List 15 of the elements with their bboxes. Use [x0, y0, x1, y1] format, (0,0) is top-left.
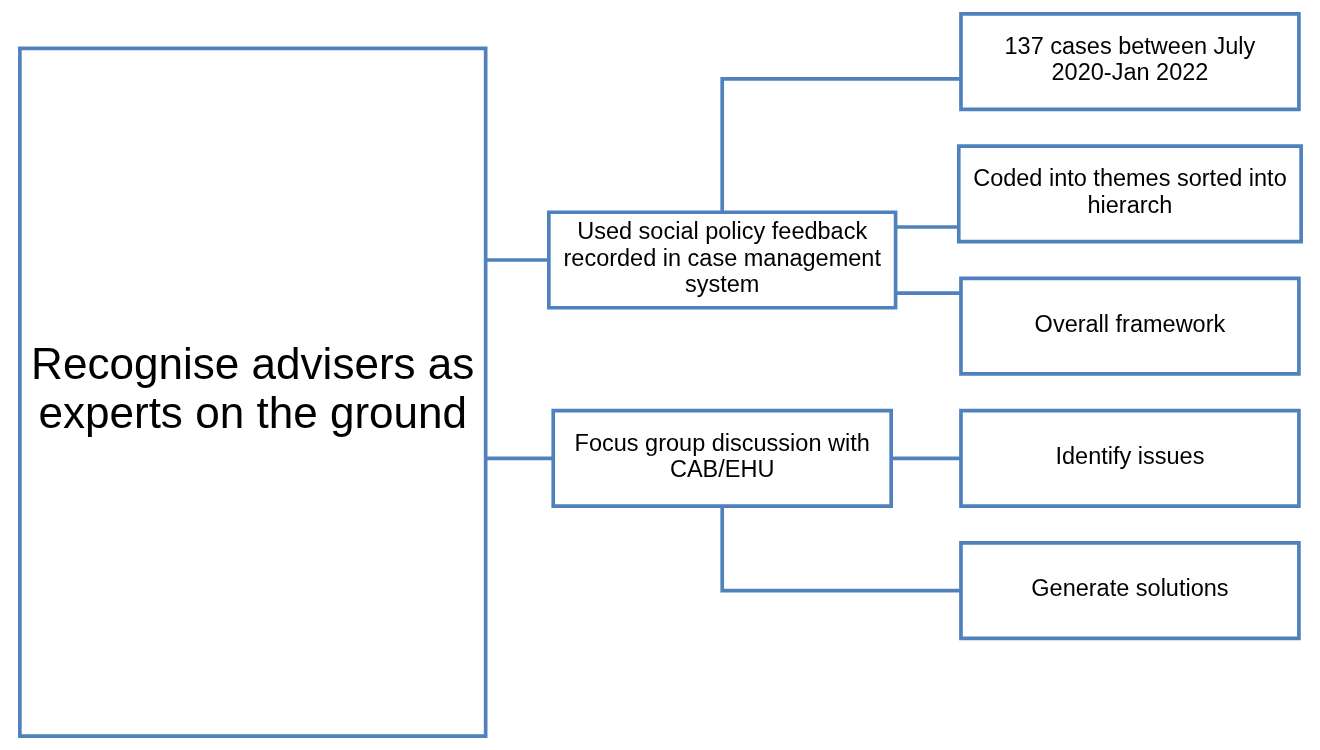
node-box: Recognise advisers as experts on the ground [17, 46, 487, 738]
connector [891, 456, 960, 461]
node-box: Identify issues [958, 408, 1301, 508]
node-box: Coded into themes sorted into hierarch [956, 144, 1303, 244]
connector [719, 77, 961, 212]
node-box: Generate solutions [958, 541, 1301, 641]
connector [895, 225, 959, 229]
connector [895, 291, 960, 295]
connector [719, 506, 961, 593]
connector [485, 258, 548, 262]
node-box: Overall framework [958, 276, 1301, 376]
node-box: 137 cases between July 2020-Jan 2022 [958, 12, 1301, 112]
node-box: Used social policy feedback recorded in case management system [546, 210, 897, 310]
node-box: Focus group discussion with CAB/EHU [550, 408, 893, 508]
connector [485, 456, 553, 461]
